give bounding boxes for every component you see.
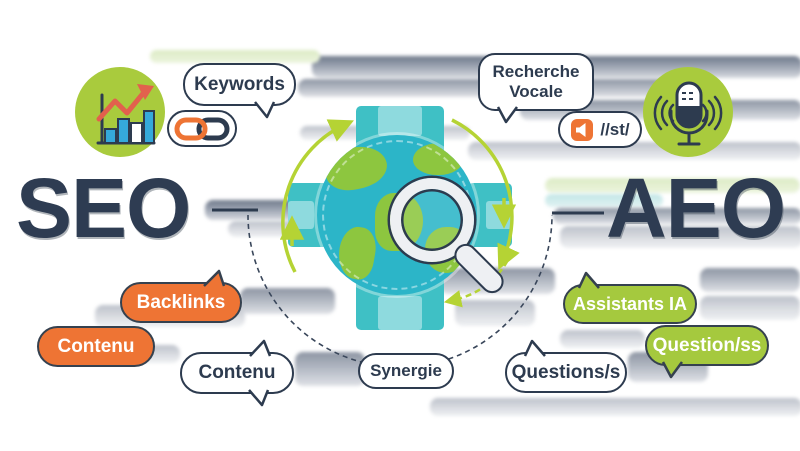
bubble-tail xyxy=(496,106,519,124)
question-ss-label: Question/ss xyxy=(652,334,762,356)
questions-s-label: Questions/s xyxy=(511,361,621,383)
recherche-vocale-line2: Vocale xyxy=(509,82,563,101)
question-ss-bubble: Question/ss xyxy=(645,325,769,379)
bubble-tail xyxy=(249,339,272,357)
synergie-pill: Synergie xyxy=(358,353,454,389)
blurred-background-bar xyxy=(560,330,645,348)
blurred-background-bar xyxy=(455,300,535,326)
assistants-ia-bubble: Assistants IA xyxy=(563,271,697,324)
contenu-orange-pill: Contenu xyxy=(37,326,155,367)
bubble-tail xyxy=(203,269,226,287)
growth-chart-icon xyxy=(75,67,165,157)
gear-notch xyxy=(378,296,422,330)
keywords-label: Keywords xyxy=(194,73,285,95)
bubble-tail xyxy=(523,339,546,357)
link-pill xyxy=(167,110,237,147)
blurred-background-bar xyxy=(295,352,365,386)
bubble-tail xyxy=(254,101,276,119)
speaker-icon xyxy=(570,118,594,142)
questions-s-bubble: Questions/s xyxy=(505,339,627,393)
microphone-icon xyxy=(643,67,733,157)
gear-notch xyxy=(378,106,422,136)
blurred-background-bar xyxy=(150,50,320,63)
contenu-white-bubble: Contenu xyxy=(180,339,294,407)
backlinks-bubble: Backlinks xyxy=(120,269,242,323)
recherche-vocale-bubble: Recherche Vocale xyxy=(478,53,594,124)
bubble-tail xyxy=(577,271,600,289)
aeo-heading: AEO xyxy=(606,161,786,255)
blurred-background-bar xyxy=(700,268,800,292)
blurred-background-bar xyxy=(553,208,800,224)
voice-pill-label: //st/ xyxy=(600,119,630,139)
microphone-glyph xyxy=(653,81,723,146)
blurred-background-bar xyxy=(545,194,663,207)
keywords-bubble: Keywords xyxy=(183,63,296,119)
backlinks-label: Backlinks xyxy=(136,291,226,313)
link-icon xyxy=(174,117,230,140)
seo-heading: SEO xyxy=(16,161,191,255)
assistants-ia-label: Assistants IA xyxy=(572,293,688,314)
growth-chart-glyph xyxy=(96,84,156,145)
recherche-vocale-line1: Recherche xyxy=(492,62,580,82)
synergie-label: Synergie xyxy=(370,361,442,380)
blurred-background-bar xyxy=(430,398,800,416)
gear-notch xyxy=(288,201,314,229)
blurred-background-bar xyxy=(545,178,800,193)
blurred-background-bar xyxy=(468,142,800,160)
blurred-background-bar xyxy=(700,296,800,320)
gear-notch xyxy=(486,201,512,229)
bubble-tail xyxy=(248,389,270,407)
bubble-tail xyxy=(661,361,684,379)
contenu-left-label: Contenu xyxy=(57,335,135,357)
voice-pill: //st/ xyxy=(558,111,642,148)
contenu-center-label: Contenu xyxy=(198,362,276,383)
blurred-background-bar xyxy=(240,288,335,314)
blurred-background-bar xyxy=(560,226,800,248)
